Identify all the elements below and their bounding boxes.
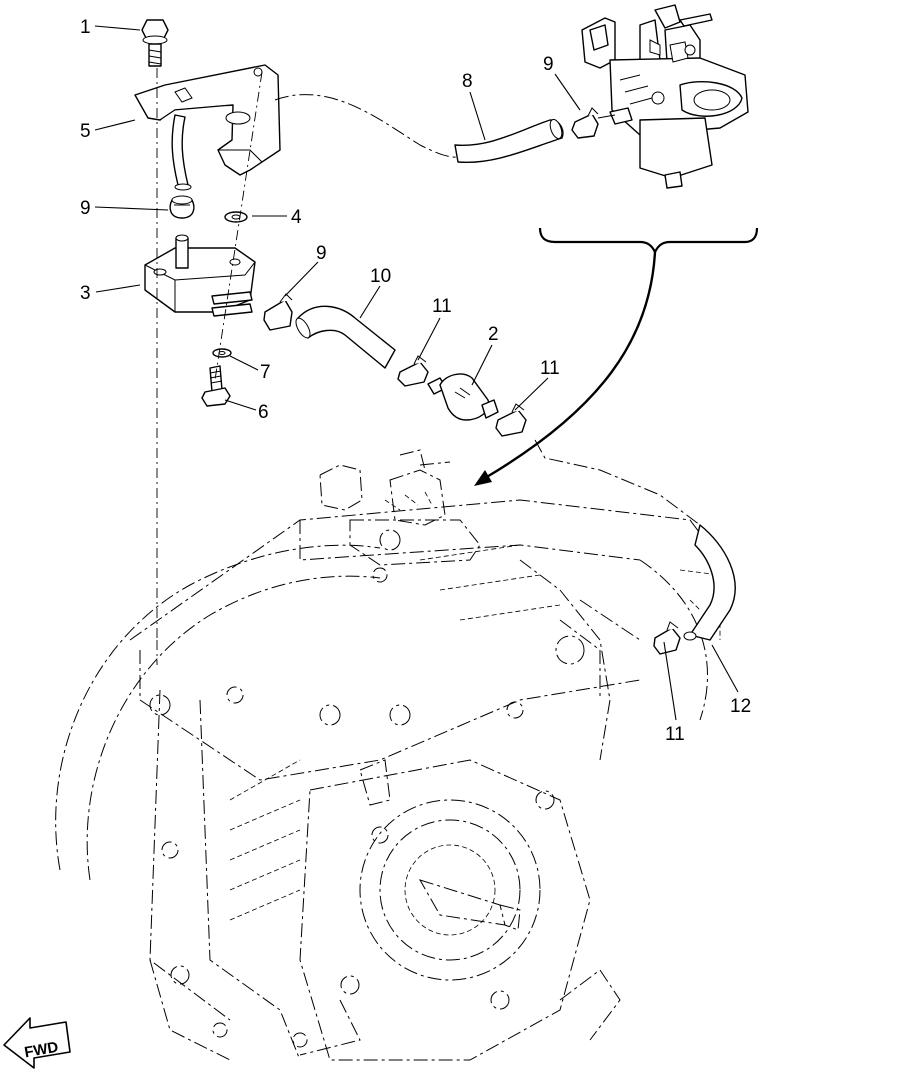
hose-continuation-ghost [534, 439, 701, 526]
part-3-fuel-pump [144, 234, 256, 317]
part-4-washer [224, 211, 248, 223]
callout-11: 11 [665, 724, 685, 745]
callout-9: 9 [80, 198, 91, 219]
part-8-fuel-hose-to-carb [274, 94, 564, 164]
callout-9: 9 [316, 243, 327, 264]
alignment-centerlines [156, 68, 263, 665]
callout-6: 6 [258, 402, 269, 423]
part-9-hose-clamp-upper [169, 195, 195, 219]
callout-2: 2 [488, 324, 499, 345]
part-9-hose-clamp-carb [571, 107, 616, 139]
part-10-fuel-hose [295, 305, 396, 369]
callout-4: 4 [291, 207, 302, 228]
detail-brace-arrow [474, 227, 759, 486]
fwd-label: FWD [23, 1039, 60, 1062]
part-9-hose-clamp-middle [263, 293, 293, 331]
callout-leaders [94, 25, 739, 721]
part-11-hose-clamp-b [495, 403, 527, 437]
fwd-direction-badge: FWD [3, 1017, 71, 1069]
callout-labels: 1 5 9 4 3 9 10 11 2 11 7 6 8 9 11 12 [80, 17, 751, 745]
part-12-fuel-hose-and-clamp-c [653, 524, 736, 655]
callout-12: 12 [730, 696, 751, 717]
part-1-flange-bolt [141, 19, 169, 67]
callout-7: 7 [260, 362, 271, 383]
part-7-washer [212, 348, 232, 358]
engine-block-ghost [55, 499, 721, 1061]
callout-5: 5 [80, 121, 91, 142]
callout-3: 3 [80, 283, 91, 304]
part-11-hose-clamp-a [397, 355, 429, 387]
carburetor-on-engine-ghost [319, 449, 481, 566]
part-2-fuel-filter [427, 373, 499, 421]
part-5-bracket [134, 64, 281, 191]
callout-10: 10 [370, 266, 391, 287]
callout-1: 1 [80, 17, 91, 38]
part-6-bolt [201, 365, 231, 407]
callout-11: 11 [540, 358, 560, 379]
callout-8: 8 [462, 71, 473, 92]
callout-9: 9 [543, 54, 554, 75]
callout-11: 11 [432, 296, 452, 317]
carburetor [581, 4, 749, 189]
